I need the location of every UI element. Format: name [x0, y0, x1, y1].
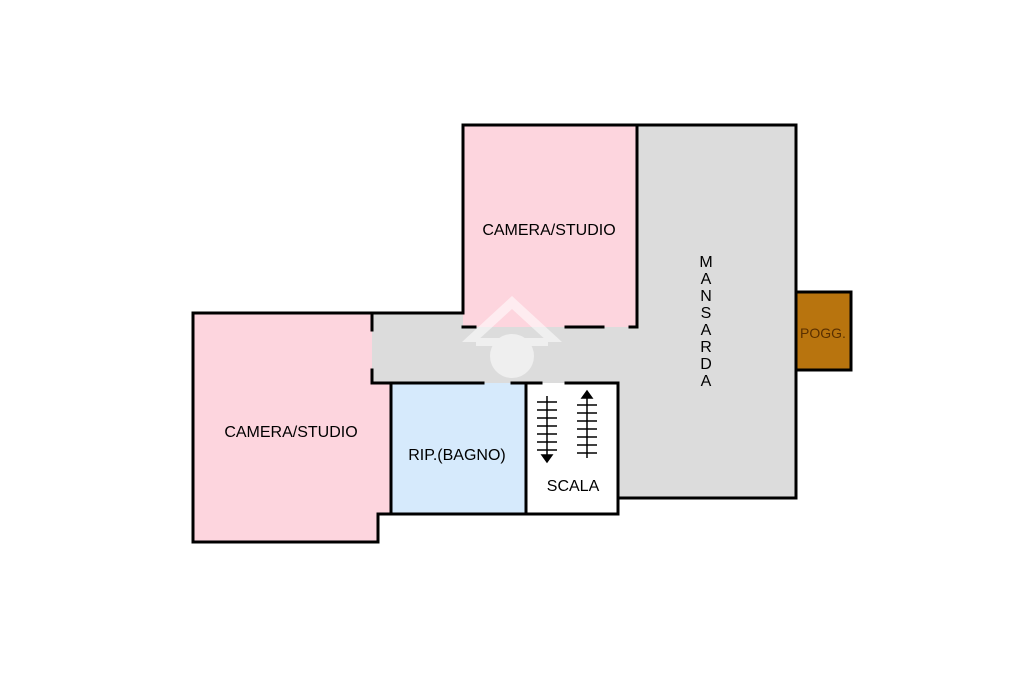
balcony-label: POGG. — [800, 325, 846, 341]
loft-letter: S — [701, 305, 712, 322]
loft-letter: D — [700, 356, 712, 373]
balcony-room — [797, 292, 851, 370]
bathroom-label: RIP.(BAGNO) — [408, 447, 506, 464]
loft-letter: N — [700, 288, 712, 305]
stairs-label: SCALA — [547, 478, 600, 495]
down-arrow-icon — [537, 396, 557, 464]
loft-letter: A — [701, 373, 712, 390]
stairs-room — [526, 383, 618, 514]
bedroom-left-room — [193, 313, 391, 542]
loft-letter: A — [701, 322, 712, 339]
loft-room — [372, 125, 796, 498]
loft-letter: M — [699, 254, 712, 271]
loft-letter: A — [701, 271, 712, 288]
house-logo-icon — [462, 296, 562, 378]
bedroom-top-label: CAMERA/STUDIO — [482, 222, 615, 239]
loft-letter: R — [700, 339, 712, 356]
loft-label: M A N S A R D A — [699, 254, 712, 390]
bedroom-left-label: CAMERA/STUDIO — [224, 424, 357, 441]
bathroom-room — [391, 383, 526, 514]
up-arrow-icon — [577, 389, 597, 458]
bedroom-top-room — [463, 125, 637, 327]
walls — [191, 123, 853, 544]
